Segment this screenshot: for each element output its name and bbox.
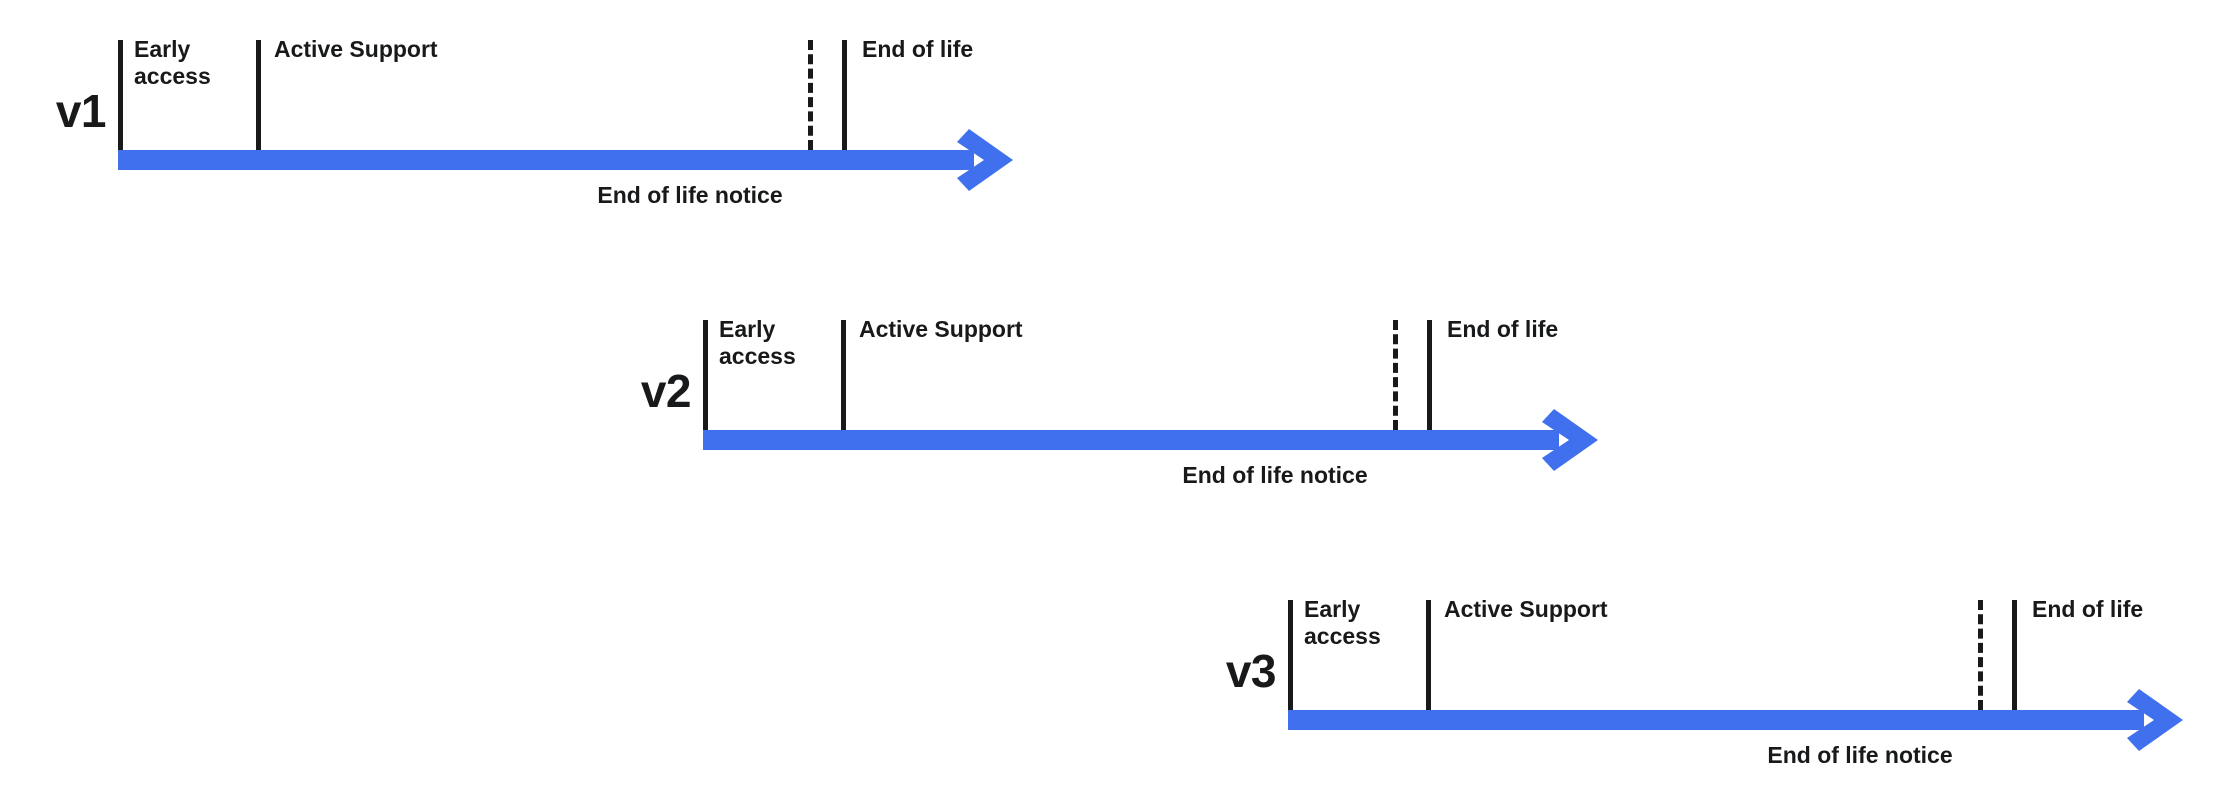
arrow-head-icon (2119, 687, 2185, 753)
arrow-head-icon (949, 127, 1015, 193)
end-of-life-notice-label: End of life notice (1767, 742, 1953, 768)
end-of-life-notice-label: End of life notice (1182, 462, 1368, 488)
arrow-head-icon (1534, 407, 1600, 473)
phase-tick (1427, 320, 1432, 430)
phase-label: Active Support (1444, 596, 1608, 622)
phase-label: End of life (862, 36, 974, 62)
phase-label: Early access (134, 36, 211, 89)
phase-tick (842, 40, 847, 150)
phase-tick (256, 40, 261, 150)
end-of-life-notice-label: End of life notice (597, 182, 783, 208)
phase-tick (841, 320, 846, 430)
version-label: v3 (1225, 645, 1277, 697)
phase-label: Active Support (859, 316, 1023, 342)
phase-tick (118, 40, 123, 150)
version-label: v2 (640, 365, 692, 417)
lifecycle-bar (118, 150, 975, 170)
phase-tick (1426, 600, 1431, 710)
phase-tick (1288, 600, 1293, 710)
lifecycle-bar (1288, 710, 2145, 730)
version-label: v1 (55, 85, 107, 137)
phase-label: Early access (719, 316, 796, 369)
phase-label: Active Support (274, 36, 438, 62)
phase-label: End of life (2032, 596, 2144, 622)
phase-label: End of life (1447, 316, 1559, 342)
end-of-life-notice-tick (1978, 600, 1983, 710)
end-of-life-notice-tick (808, 40, 813, 150)
phase-tick (703, 320, 708, 430)
phase-tick (2012, 600, 2017, 710)
lifecycle-bar (703, 430, 1560, 450)
end-of-life-notice-tick (1393, 320, 1398, 430)
phase-label: Early access (1304, 596, 1381, 649)
